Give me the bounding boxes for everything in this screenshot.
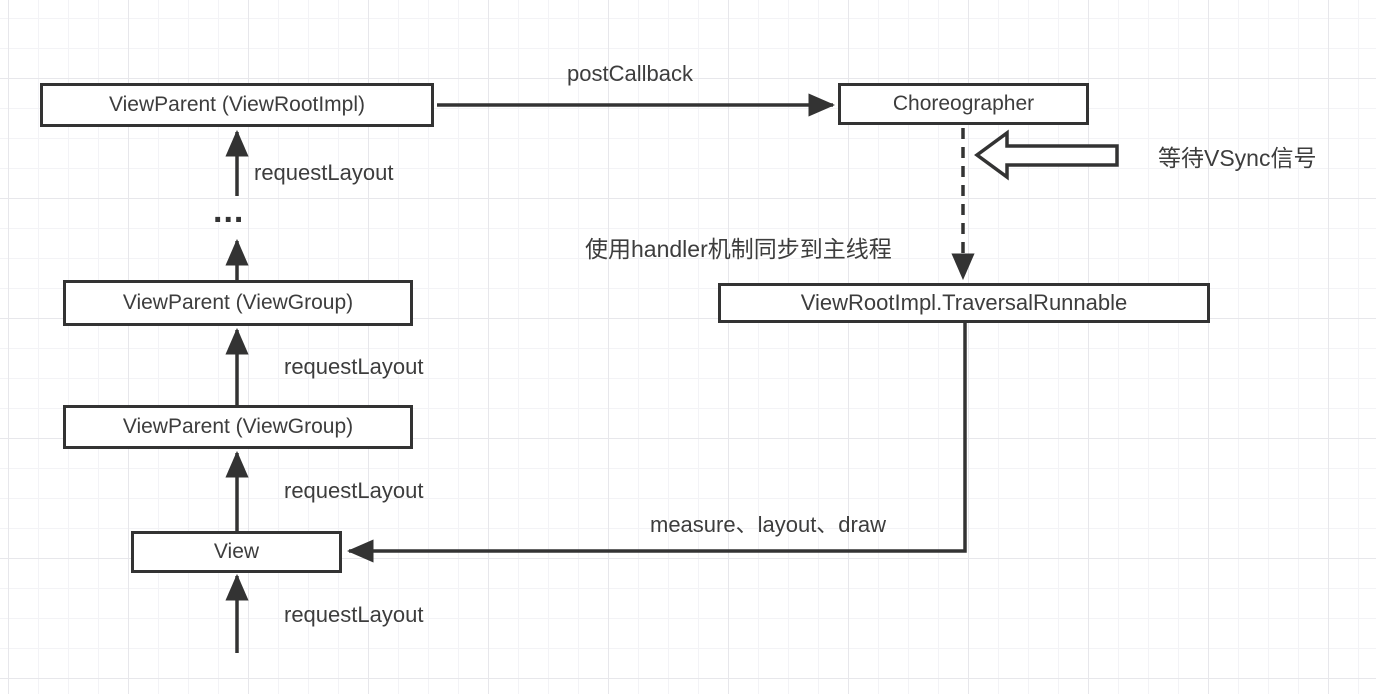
edge-label-requestlayout-bottom: requestLayout bbox=[284, 602, 424, 627]
edge-label-requestlayout-mid1: requestLayout bbox=[284, 354, 424, 379]
hierarchy-ellipsis: ... bbox=[213, 192, 245, 230]
node-viewparent-viewgroup-upper-label: ViewParent (ViewGroup) bbox=[122, 291, 354, 314]
node-traversal-runnable: ViewRootImpl.TraversalRunnable bbox=[718, 283, 1210, 323]
node-viewparent-viewgroup-lower-label: ViewParent (ViewGroup) bbox=[122, 415, 354, 438]
edge-label-postcallback: postCallback bbox=[567, 61, 693, 86]
edge-label-requestlayout-top: requestLayout bbox=[254, 160, 394, 185]
vsync-hollow-arrow-icon bbox=[974, 129, 1119, 181]
node-traversal-runnable-label: ViewRootImpl.TraversalRunnable bbox=[800, 290, 1128, 315]
edge-label-requestlayout-mid2: requestLayout bbox=[284, 478, 424, 503]
node-viewparent-viewrootimpl: ViewParent (ViewRootImpl) bbox=[40, 83, 434, 127]
node-view-label: View bbox=[213, 540, 260, 563]
edge-label-handler-sync: 使用handler机制同步到主线程 bbox=[585, 236, 892, 262]
node-choreographer: Choreographer bbox=[838, 83, 1089, 125]
node-viewparent-viewrootimpl-label: ViewParent (ViewRootImpl) bbox=[109, 93, 365, 116]
edge-label-measure-layout-draw: measure、layout、draw bbox=[650, 512, 886, 537]
node-viewparent-viewgroup-upper: ViewParent (ViewGroup) bbox=[63, 280, 413, 326]
node-view: View bbox=[131, 531, 342, 573]
node-choreographer-label: Choreographer bbox=[892, 92, 1035, 115]
node-viewparent-viewgroup-lower: ViewParent (ViewGroup) bbox=[63, 405, 413, 449]
edge-label-vsync-wait: 等待VSync信号 bbox=[1158, 145, 1317, 171]
